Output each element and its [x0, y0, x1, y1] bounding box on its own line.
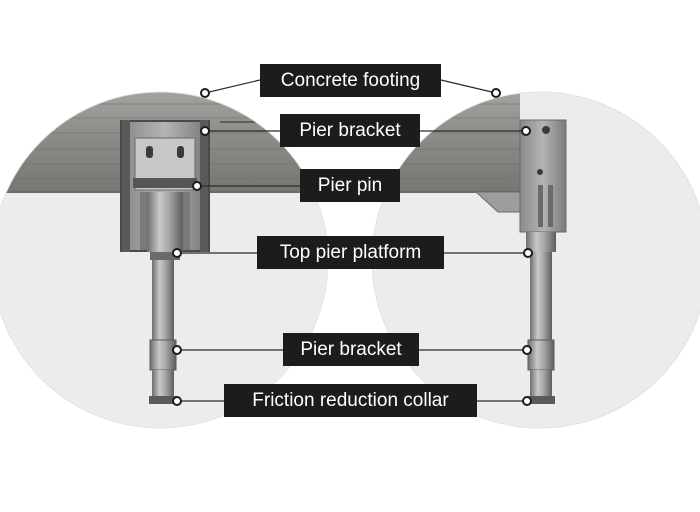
label-pier-bracket-top: Pier bracket [280, 114, 420, 147]
label-friction-reduction-collar: Friction reduction collar [224, 384, 477, 417]
anchor-dots [172, 88, 533, 406]
pier-pin-left [133, 178, 197, 188]
left-pier-assembly [120, 120, 210, 404]
label-pier-bracket-bottom: Pier bracket [283, 333, 419, 366]
label-concrete-footing: Concrete footing [260, 64, 441, 97]
right-pier-assembly [474, 119, 567, 404]
label-pier-pin: Pier pin [300, 169, 400, 202]
friction-collar-right [527, 396, 555, 404]
friction-collar-left [149, 396, 177, 404]
label-top-pier-platform: Top pier platform [257, 236, 444, 269]
pier-tube-left [152, 260, 174, 345]
pier-tube-right [530, 252, 552, 342]
leader-lines [177, 79, 528, 402]
